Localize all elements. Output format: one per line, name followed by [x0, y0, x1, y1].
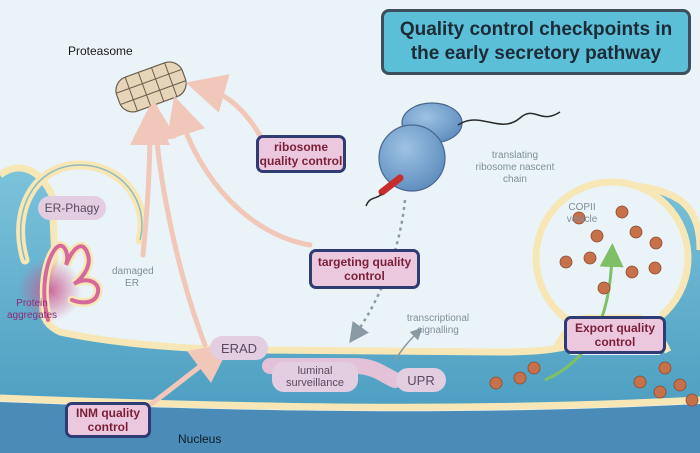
targeting-quality-control-box: targeting quality control [309, 249, 420, 289]
title-line-2: the early secretory pathway [410, 43, 662, 64]
damaged-er [18, 241, 103, 325]
proteasome-label: Proteasome [68, 44, 133, 58]
ribosome-quality-control-box: ribosome quality control [256, 135, 346, 173]
transcriptional-signalling-label: transcriptional signalling [406, 313, 470, 336]
inm-quality-control-box: INM quality control [65, 402, 151, 438]
cargo-proteins [489, 205, 699, 407]
upr-label: UPR [396, 368, 446, 392]
damaged-er-label: damaged ER [112, 266, 154, 289]
copii-vesicle-label: COPII vesicle [566, 202, 598, 225]
er-phagy-label: ER-Phagy [38, 196, 106, 220]
luminal-surveillance-label: luminal surveillance [272, 362, 358, 392]
export-quality-control-box: Export quality control [564, 316, 666, 354]
title-box: Quality control checkpoints in the early… [381, 9, 691, 75]
erad-label: ERAD [210, 336, 268, 360]
ribosome-icon [365, 102, 561, 207]
nucleus [0, 402, 700, 453]
protein-aggregates-label: Protein aggregates [6, 298, 58, 321]
translating-ribosome-label: translating ribosome nascent chain [475, 150, 555, 185]
nucleus-label: Nucleus [178, 432, 222, 446]
title-line-1: Quality control checkpoints in [399, 19, 673, 40]
